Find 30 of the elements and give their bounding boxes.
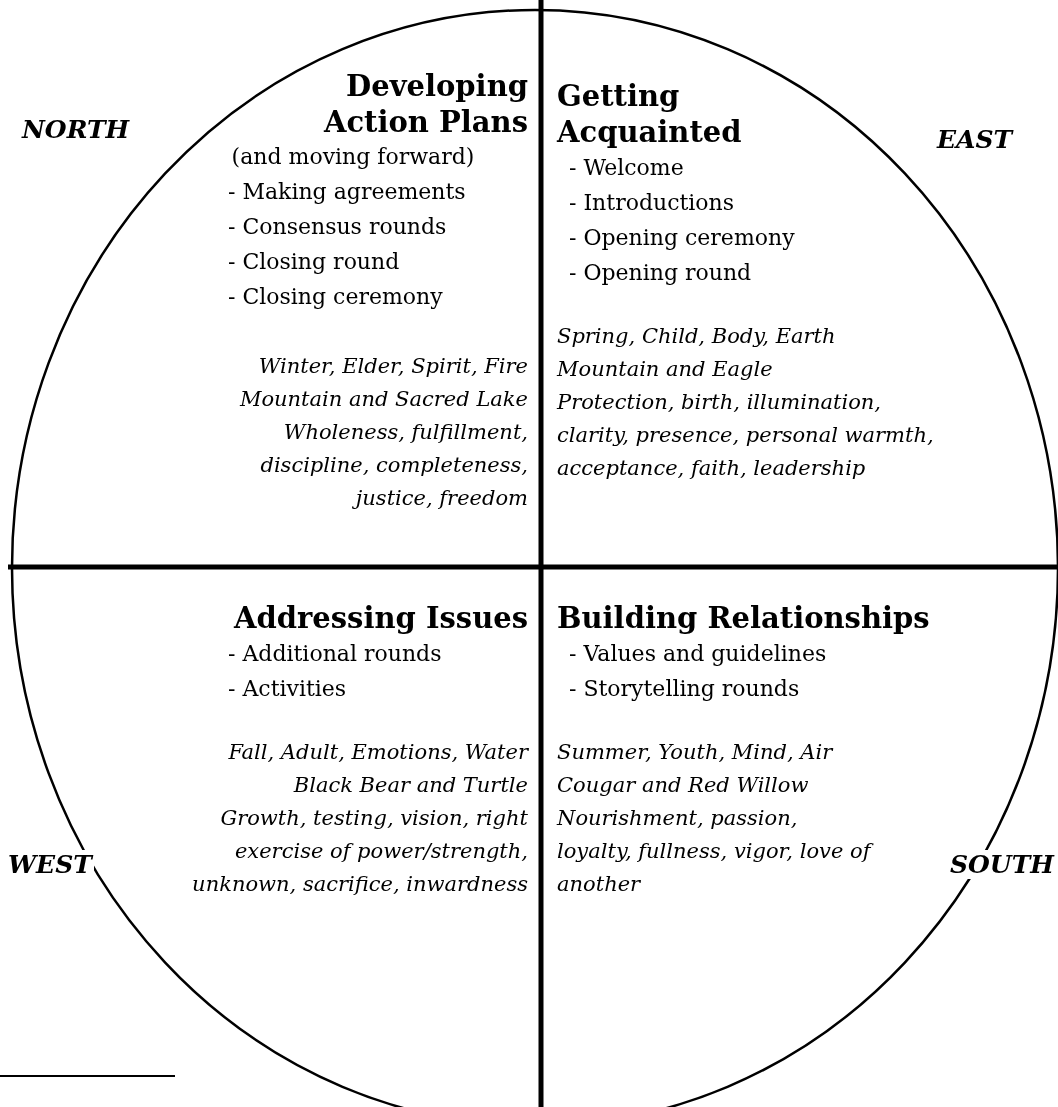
- list-item: - Closing round: [228, 248, 401, 276]
- list-item: - Making agreements: [228, 178, 467, 206]
- list-item: - Additional rounds: [228, 640, 443, 668]
- note-text: Fall, Adult, Emotions, Water: [227, 739, 528, 766]
- list-item: - Consensus rounds: [228, 213, 448, 241]
- note-text: Protection, birth, illumination, clarity, presence, personal warmth, acceptance, faith, leadership: [557, 389, 935, 482]
- note-text: Spring, Child, Body, Earth: [557, 323, 837, 350]
- list-item: - Introductions: [569, 189, 736, 217]
- note-text: Mountain and Sacred Lake: [238, 386, 528, 413]
- note-text: Nourishment, passion, loyalty, fullness, vigor, love of another: [557, 802, 877, 901]
- list-item: - Activities: [228, 675, 348, 703]
- note-text: Wholeness, fulfillment, discipline, completeness, justice, freedom: [259, 419, 528, 512]
- note-text: Growth, testing, vision, right exercise of power/strength, unknown, sacrifice, inwardness: [191, 805, 528, 898]
- list-item: - Storytelling rounds: [569, 675, 801, 703]
- list-item: - Opening ceremony: [569, 224, 796, 252]
- note-text: Winter, Elder, Spirit, Fire: [257, 353, 528, 380]
- note-text: Summer, Youth, Mind, Air: [557, 739, 835, 766]
- section-heading: Developing Action Plans: [322, 68, 528, 140]
- direction-label: SOUTH: [948, 850, 1056, 879]
- list-item: - Closing ceremony: [228, 283, 444, 311]
- note-text: Cougar and Red Willow: [557, 772, 810, 799]
- section-heading: Building Relationships: [557, 600, 931, 636]
- list-item: - Values and guidelines: [569, 640, 828, 668]
- list-item: - Opening round: [569, 259, 753, 287]
- list-item: - Welcome: [569, 154, 685, 182]
- section-heading: Addressing Issues: [232, 600, 528, 636]
- note-text: Mountain and Eagle: [557, 356, 774, 383]
- section-heading: Getting Acquainted: [557, 78, 743, 150]
- note-text: Black Bear and Turtle: [292, 772, 528, 799]
- subheading: (and moving forward): [231, 143, 475, 171]
